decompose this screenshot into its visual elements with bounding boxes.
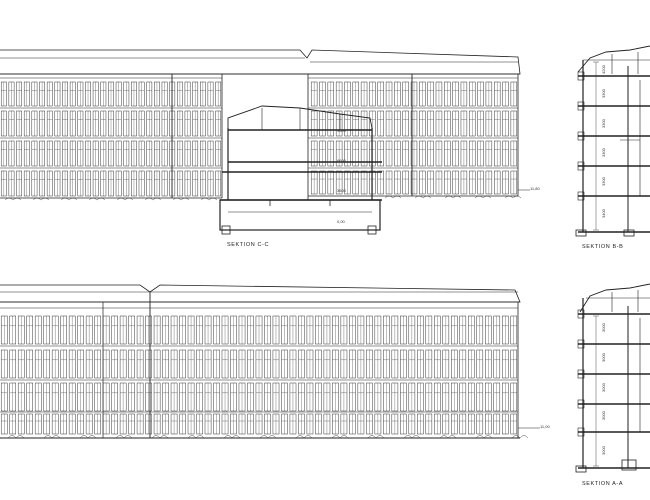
shrub	[79, 435, 97, 439]
shrub	[115, 435, 133, 439]
shrub	[259, 435, 277, 439]
shrub	[200, 197, 218, 201]
dimension-text: 3000	[601, 353, 606, 362]
shrub	[172, 197, 190, 201]
dimension-text: 3400	[601, 209, 606, 218]
shrub	[331, 435, 349, 439]
section-a-a-cut	[575, 283, 650, 473]
dimension-text: 3000	[601, 411, 606, 420]
dimension-text: 3300	[601, 177, 606, 186]
dimension-text: 4200	[601, 65, 606, 74]
dimension-text: 3300	[601, 89, 606, 98]
section-a-a-title: SEKTION A-A	[582, 481, 624, 487]
dimension-text: 3300	[601, 119, 606, 128]
slab-edge	[577, 399, 585, 409]
level-mark: 9600	[337, 128, 346, 133]
shrub	[187, 435, 205, 439]
dimension-text: 3000	[601, 383, 606, 392]
cut-roof	[579, 283, 650, 313]
level-mark: 0,00	[337, 219, 345, 224]
shrub	[60, 197, 78, 201]
section-c-c-title: SEKTION C-C	[227, 242, 270, 248]
shrub	[511, 435, 529, 439]
section-c-c-elevation	[0, 49, 530, 235]
shrub	[116, 197, 134, 201]
shrub	[474, 195, 492, 199]
shrub	[32, 197, 50, 201]
slab-edge	[577, 309, 585, 319]
shrub	[384, 195, 402, 199]
dimension-text: 3000	[601, 446, 606, 455]
shrub	[4, 197, 22, 201]
slab-edge	[577, 191, 585, 201]
footing	[221, 225, 231, 235]
shrub	[439, 435, 457, 439]
slab-edge	[577, 369, 585, 379]
dimension-text: 3000	[601, 323, 606, 332]
footing	[575, 229, 587, 237]
slab-edge	[577, 161, 585, 171]
slab-edge	[577, 131, 585, 141]
shrub	[151, 435, 169, 439]
level-mark: 3500	[337, 188, 346, 193]
shrub	[504, 195, 522, 199]
level-mark: 11,00	[540, 424, 550, 429]
shrub	[367, 435, 385, 439]
shrub	[43, 435, 61, 439]
stair-block	[621, 459, 637, 471]
level-mark: 6600	[337, 158, 346, 163]
level-mark: 11,80	[530, 186, 540, 191]
dimension-text: 3300	[601, 148, 606, 157]
section-b-b-title: SEKTION B-B	[582, 244, 624, 250]
slab-edge	[577, 71, 585, 81]
section-b-b-cut	[575, 45, 650, 237]
shrub	[444, 195, 462, 199]
slab-edge	[577, 101, 585, 111]
shrub	[295, 435, 313, 439]
section-a-a-elevation	[0, 284, 540, 439]
shrub	[475, 435, 493, 439]
basement-outline	[219, 199, 381, 231]
slab-edge	[577, 339, 585, 349]
footing	[623, 229, 635, 237]
cut-roof	[577, 45, 650, 73]
shrub	[414, 195, 432, 199]
slab-edge	[577, 427, 585, 437]
shrub	[403, 435, 421, 439]
shrub	[88, 197, 106, 201]
shrub	[144, 197, 162, 201]
shrub	[7, 435, 25, 439]
footing	[575, 465, 587, 473]
footing	[367, 225, 377, 235]
roof-outline	[0, 284, 521, 303]
shrub	[223, 435, 241, 439]
